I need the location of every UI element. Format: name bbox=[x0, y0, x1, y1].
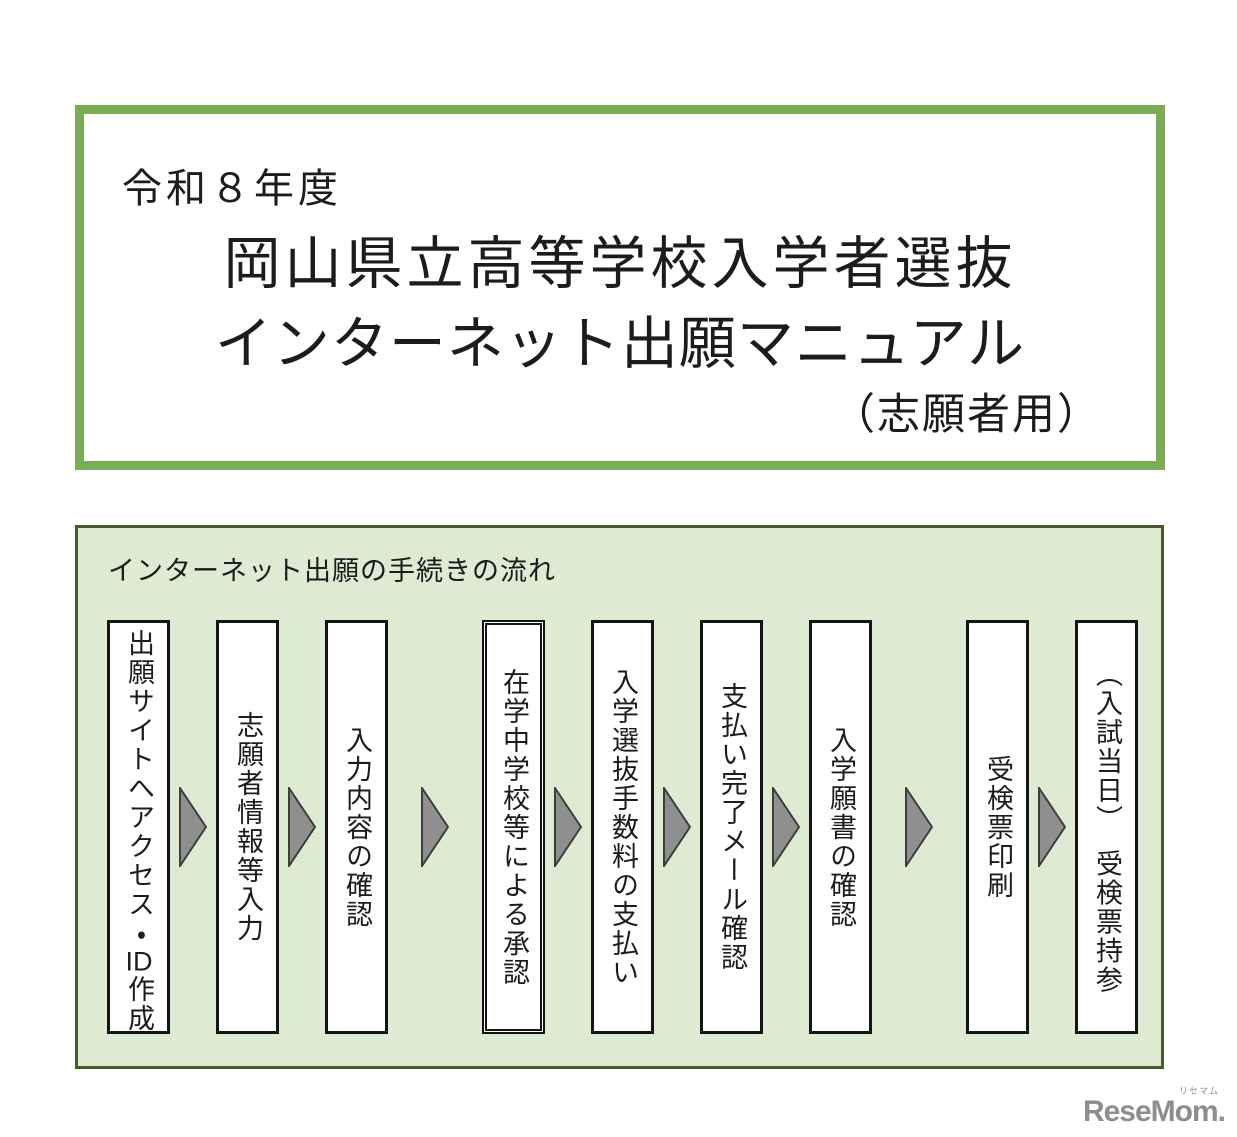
arrow-right-icon bbox=[554, 787, 582, 867]
flow-step: 出願サイトへアクセス・ID作成 bbox=[107, 620, 170, 1034]
flow-heading: インターネット出願の手続きの流れ bbox=[108, 556, 556, 586]
flow-step-label: 志願者情報等入力 bbox=[233, 711, 263, 943]
arrow-right-icon bbox=[421, 787, 449, 867]
arrow-right-icon bbox=[288, 787, 316, 867]
arrow-right-icon bbox=[179, 787, 207, 867]
flow-step: 支払い完了メール確認 bbox=[700, 620, 763, 1034]
flow-step-label: （入試当日） 受検票持参 bbox=[1092, 659, 1122, 995]
audience-label: （志願者用） bbox=[832, 391, 1102, 439]
resemom-logo-wordmark: ReseMom. bbox=[1082, 1095, 1226, 1128]
flow-panel: インターネット出願の手続きの流れ 出願サイトへアクセス・ID作成 志願者情報等入力… bbox=[75, 525, 1164, 1069]
flow-step: 入学願書の確認 bbox=[809, 620, 872, 1034]
fiscal-year-label: 令和８年度 bbox=[122, 167, 342, 211]
resemom-logo: リセマム ReseMom. bbox=[1082, 1086, 1226, 1128]
title-line-1: 岡山県立高等学校入学者選抜 bbox=[223, 232, 1017, 296]
flow-steps: 出願サイトへアクセス・ID作成 志願者情報等入力 入力内容の確認 在学中学校等による承… bbox=[107, 620, 1138, 1034]
flow-step: 志願者情報等入力 bbox=[216, 620, 279, 1034]
flow-step: 入学選抜手数料の支払い bbox=[591, 620, 654, 1034]
arrow-right-icon bbox=[663, 787, 691, 867]
flow-step: 入力内容の確認 bbox=[325, 620, 388, 1034]
arrow-right-icon bbox=[772, 787, 800, 867]
flow-step-label: 入力内容の確認 bbox=[342, 725, 372, 929]
title-line-2: インターネット出願マニュアル bbox=[214, 312, 1026, 376]
flow-step: 受検票印刷 bbox=[966, 620, 1029, 1034]
flow-step: 在学中学校等による承認 bbox=[482, 620, 545, 1034]
flow-step-label: 入学願書の確認 bbox=[826, 725, 856, 929]
resemom-logo-ruby: リセマム bbox=[1178, 1086, 1219, 1096]
title-box: 令和８年度 岡山県立高等学校入学者選抜 インターネット出願マニュアル （志願者用… bbox=[75, 105, 1165, 470]
arrow-right-icon bbox=[905, 787, 933, 867]
flow-step: （入試当日） 受検票持参 bbox=[1075, 620, 1138, 1034]
flow-step-label: 支払い完了メール確認 bbox=[717, 682, 747, 972]
arrow-right-icon bbox=[1038, 787, 1066, 867]
flow-step-label: 出願サイトへアクセス・ID作成 bbox=[124, 629, 154, 1033]
flow-step-label: 在学中学校等による承認 bbox=[499, 667, 529, 987]
flow-step-label: 入学選抜手数料の支払い bbox=[608, 667, 638, 987]
flow-step-label: 受検票印刷 bbox=[983, 754, 1013, 900]
